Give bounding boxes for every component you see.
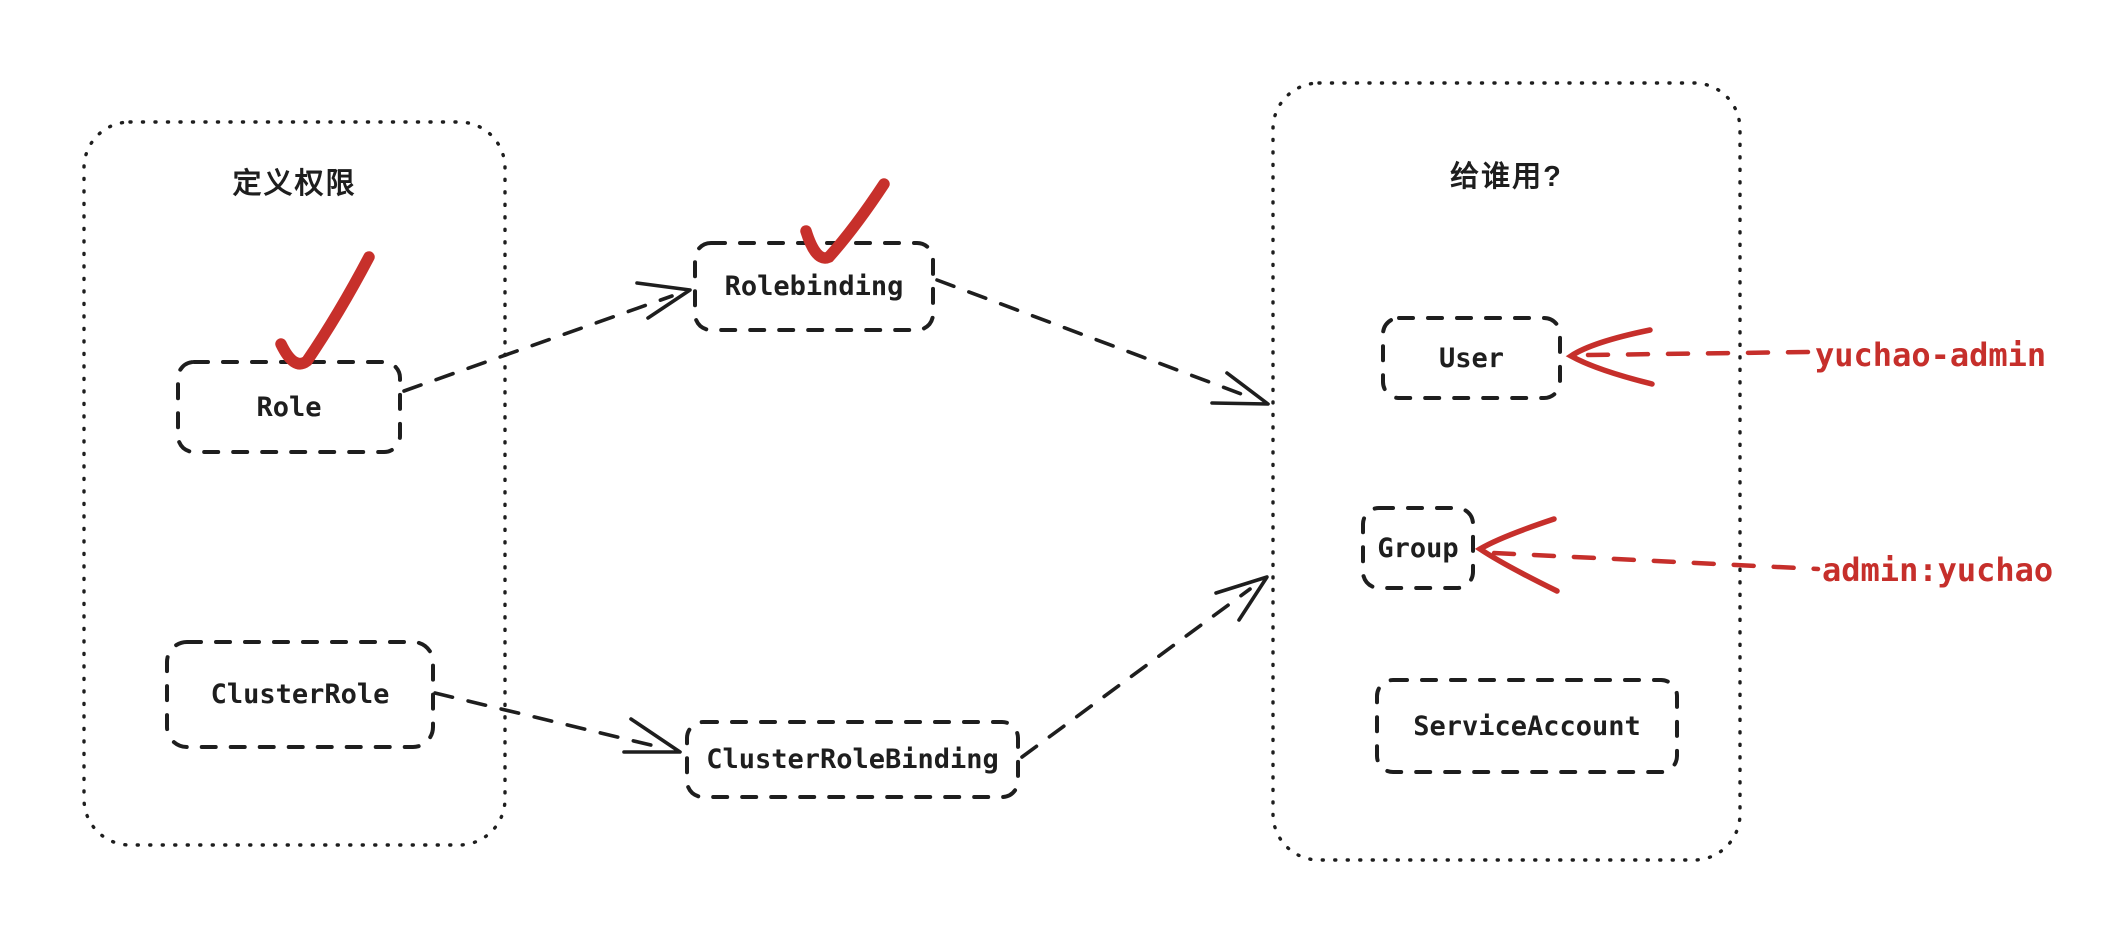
node-box-clusterrole	[165, 640, 435, 749]
checkmark-rolebinding	[800, 178, 890, 264]
node-label-clusterrole: ClusterRole	[210, 679, 390, 710]
node-box-serviceaccount	[1375, 678, 1679, 774]
annotation-text-yuchao-admin: yuchao-admin	[1815, 336, 2047, 374]
node-label-role: Role	[256, 391, 322, 423]
group-box-define-permissions	[82, 120, 507, 847]
node-label-rolebinding: Rolebinding	[724, 271, 904, 302]
edge-rolebinding-to-who-uses	[935, 278, 1270, 406]
group-title-define-permissions: 定义权限	[232, 168, 357, 200]
edge-clusterrole-to-clusterrolebinding	[433, 691, 682, 754]
node-label-serviceaccount: ServiceAccount	[1413, 710, 1641, 742]
node-box-user	[1381, 316, 1562, 400]
node-box-group	[1361, 506, 1475, 590]
node-label-group: Group	[1377, 532, 1459, 564]
node-box-clusterrolebinding	[685, 720, 1020, 799]
annotation-arrow-user	[1565, 327, 1811, 387]
group-title-who-uses: 给谁用?	[1450, 161, 1563, 193]
annotation-arrow-group	[1474, 516, 1821, 594]
node-label-clusterrolebinding: ClusterRoleBinding	[706, 744, 999, 775]
group-box-who-uses	[1271, 81, 1742, 862]
checkmark-role	[275, 251, 375, 370]
edge-role-to-rolebinding	[402, 281, 692, 393]
annotation-text-admin-yuchao: admin:yuchao	[1822, 551, 2054, 589]
edge-clusterrolebinding-to-who-uses	[1020, 575, 1269, 759]
node-label-user: User	[1438, 342, 1505, 374]
